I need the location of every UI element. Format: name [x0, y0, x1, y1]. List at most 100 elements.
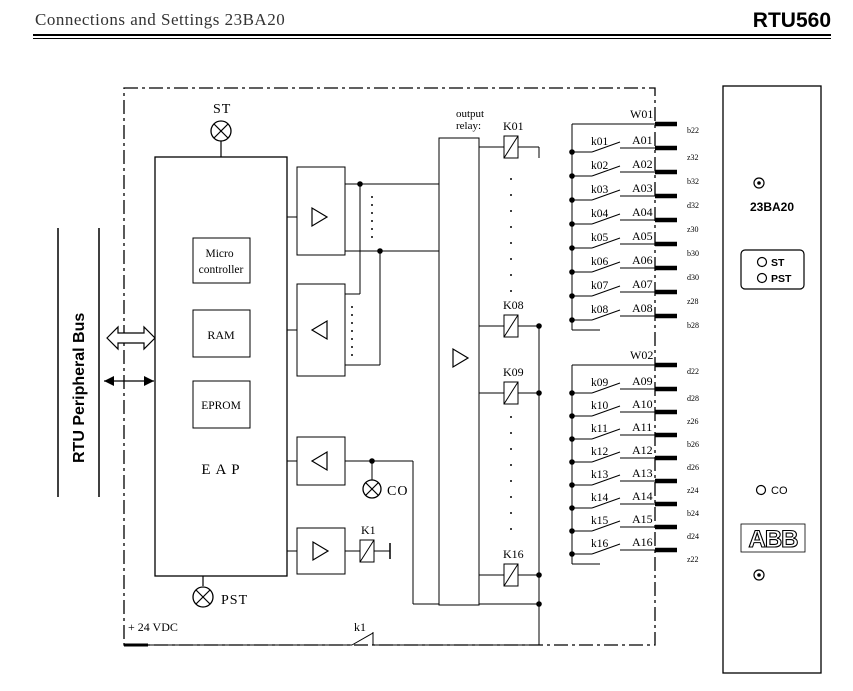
contact-label: k01: [591, 136, 609, 148]
output-label: A10: [632, 397, 653, 411]
contact-label: k08: [591, 304, 609, 316]
abb-logo: ABB: [749, 526, 799, 553]
panel-model: 23BA20: [750, 200, 794, 214]
st-label: ST: [213, 102, 231, 117]
contact-label: k15: [591, 515, 609, 527]
output-label: A11: [632, 420, 652, 434]
relay-driver-block: [438, 137, 480, 606]
common-label-w02: W02: [630, 348, 653, 362]
front-panel: [722, 85, 822, 674]
panel-led-st: ST: [771, 257, 785, 269]
relay-label-k16: K16: [503, 547, 524, 561]
input-driver-block: [296, 283, 346, 377]
output-label: A03: [632, 181, 653, 195]
relay-label-k01: K01: [503, 119, 524, 133]
output-label: A09: [632, 374, 653, 388]
pin-label: b28: [687, 321, 699, 330]
relay-label-k08: K08: [503, 298, 524, 312]
relay-header-line1: output: [456, 108, 484, 120]
common-label-w01: W01: [630, 107, 653, 121]
contact-label: k07: [591, 280, 609, 292]
pin-label: d30: [687, 273, 699, 282]
bottom-screw-icon: [753, 569, 765, 581]
co-indicator-lamp: [362, 479, 382, 499]
output-label: A04: [632, 205, 653, 219]
pin-label: d24: [687, 532, 699, 541]
co-label: CO: [387, 484, 408, 499]
microcontroller-label-line1: Micro: [206, 248, 234, 260]
top-screw-icon: [753, 177, 765, 189]
st-led-icon: [756, 256, 768, 268]
pin-label: d26: [687, 463, 699, 472]
microcontroller-block: [192, 237, 251, 284]
output-label: A02: [632, 157, 653, 171]
output-label: A07: [632, 277, 653, 291]
contact-label: k16: [591, 538, 609, 550]
k1-driver-symbol: [312, 540, 330, 562]
pin-label: z24: [687, 486, 699, 495]
pst-indicator-lamp: [192, 586, 214, 608]
pst-label: PST: [221, 593, 248, 608]
pin-label: z26: [687, 417, 699, 426]
contact-label: k03: [591, 184, 609, 196]
output-driver-block: [296, 166, 346, 256]
pin-label: d28: [687, 394, 699, 403]
supply-contact-label: k1: [354, 620, 366, 634]
k1-relay-label: K1: [361, 523, 376, 537]
header-rule: [33, 34, 831, 36]
contact-label: k12: [591, 446, 609, 458]
eprom-block: [192, 380, 251, 429]
pin-label: z22: [687, 555, 699, 564]
co-driver-symbol: [310, 450, 328, 472]
supply-label: + 24 VDC: [128, 620, 178, 634]
pin-label: z28: [687, 297, 699, 306]
pin-label: z30: [687, 225, 699, 234]
output-label: A06: [632, 253, 653, 267]
pin-label: d32: [687, 201, 699, 210]
processor-block: [154, 156, 288, 577]
contact-label: k10: [591, 400, 609, 412]
output-label: A01: [632, 133, 653, 147]
output-driver-symbol: [311, 206, 329, 228]
relay-driver-symbol: [452, 347, 470, 369]
pin-label: b26: [687, 440, 699, 449]
eprom-label: EPROM: [201, 400, 241, 412]
pin-label: b24: [687, 509, 699, 518]
contact-label: k06: [591, 256, 609, 268]
contact-label: k09: [591, 377, 609, 389]
ram-block: [192, 309, 251, 358]
pin-label: z32: [687, 153, 699, 162]
output-label: A12: [632, 443, 653, 457]
ram-label: RAM: [207, 328, 235, 342]
processor-label: E A P: [201, 462, 240, 478]
svg-text:output relay:: output relay:: [456, 108, 487, 132]
st-indicator-lamp: [210, 120, 232, 142]
contact-label: k04: [591, 208, 609, 220]
relay-header-line2: relay:: [456, 120, 481, 132]
pst-led-icon: [756, 272, 768, 284]
co-driver-block: [296, 436, 346, 486]
bus-arrow-head-left: [104, 376, 114, 386]
output-label: A14: [632, 489, 653, 503]
contact-label: k14: [591, 492, 609, 504]
output-label: A08: [632, 301, 653, 315]
output-label: A13: [632, 466, 653, 480]
pin-label: b30: [687, 249, 699, 258]
panel-led-co: CO: [771, 485, 788, 497]
contact-label: k05: [591, 232, 609, 244]
contact-label: k11: [591, 423, 608, 435]
led-frame: [740, 249, 805, 290]
co-led-icon: [755, 484, 767, 496]
bus-double-arrow: [106, 325, 156, 351]
svg-text:Micro controller: Micro controller: [199, 248, 244, 276]
input-driver-symbol: [310, 319, 328, 341]
panel-led-pst: PST: [771, 273, 792, 285]
bus-label: RTU Peripheral Bus: [71, 313, 88, 463]
contact-label: k02: [591, 160, 609, 172]
output-label: A16: [632, 535, 653, 549]
pin-label: b22: [687, 126, 699, 135]
output-label: A15: [632, 512, 653, 526]
page-header-title: Connections and Settings 23BA20: [35, 10, 286, 29]
output-label: A05: [632, 229, 653, 243]
